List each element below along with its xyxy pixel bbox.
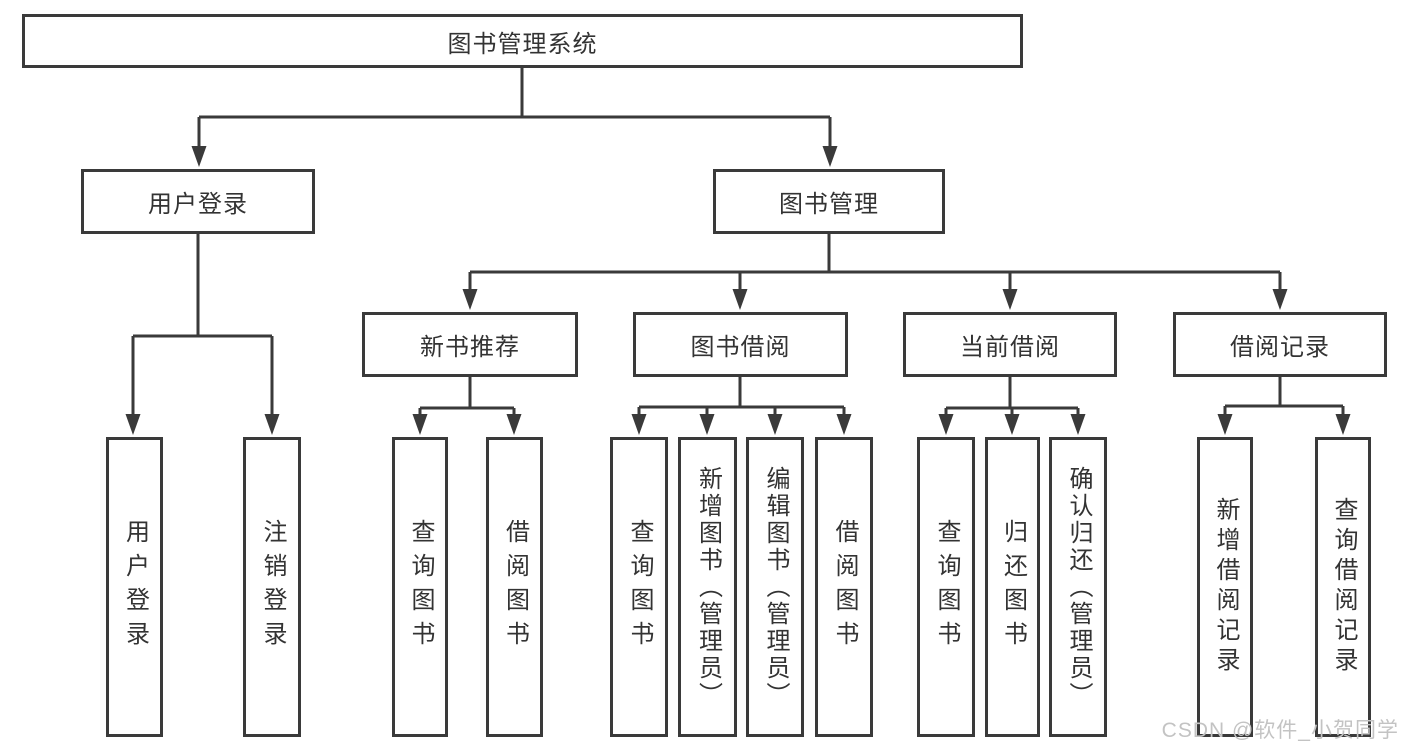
leaf-query-book-3: 查询图书: [917, 437, 975, 737]
leaf-borrow-book-2-label: 借阅图书: [831, 519, 858, 655]
leaf-query-borrow-record: 查询借阅记录: [1315, 437, 1371, 737]
node-borrow-record-label: 借阅记录: [1230, 334, 1330, 361]
leaf-edit-book-admin: 编辑图书（管理员）: [746, 437, 804, 737]
leaf-query-book-1-label: 查询图书: [407, 519, 434, 655]
leaf-query-book-3-label: 查询图书: [933, 519, 960, 655]
leaf-add-borrow-record-label: 新增借阅记录: [1212, 497, 1239, 677]
leaf-borrow-book-1-label: 借阅图书: [501, 519, 529, 655]
node-user-login-label: 用户登录: [148, 191, 248, 218]
connector-root-to-level2: [191, 68, 838, 167]
leaf-query-book-1: 查询图书: [392, 437, 448, 737]
leaf-confirm-return-admin-label: 确认归还（管理员）: [1065, 465, 1092, 709]
node-current-borrow: 当前借阅: [903, 312, 1117, 377]
leaf-add-book-admin-label: 新增图书（管理员）: [694, 465, 722, 709]
node-book-management-label: 图书管理: [779, 191, 879, 218]
node-user-login: 用户登录: [81, 169, 315, 234]
node-new-book-recommend: 新书推荐: [362, 312, 578, 377]
leaf-borrow-book-2: 借阅图书: [815, 437, 873, 737]
connector-currentborrow-to-leaves: [938, 377, 1086, 435]
connector-newbook-to-leaves: [412, 377, 522, 435]
leaf-user-login-label: 用户登录: [121, 519, 149, 655]
connector-borrowrecord-to-leaves: [1217, 377, 1351, 435]
node-book-borrow: 图书借阅: [633, 312, 848, 377]
leaf-return-book: 归还图书: [985, 437, 1040, 737]
leaf-query-borrow-record-label: 查询借阅记录: [1330, 497, 1357, 677]
leaf-add-borrow-record: 新增借阅记录: [1197, 437, 1253, 737]
leaf-logout: 注销登录: [243, 437, 301, 737]
node-new-book-recommend-label: 新书推荐: [420, 334, 520, 361]
node-current-borrow-label: 当前借阅: [960, 334, 1060, 361]
watermark: CSDN @软件_小贺同学: [1161, 719, 1399, 742]
leaf-confirm-return-admin: 确认归还（管理员）: [1049, 437, 1107, 737]
connector-userlogin-to-leaves: [125, 234, 280, 435]
leaf-query-book-2: 查询图书: [610, 437, 668, 737]
node-root-label: 图书管理系统: [447, 30, 598, 58]
node-book-management: 图书管理: [713, 169, 945, 234]
leaf-return-book-label: 归还图书: [999, 519, 1027, 655]
node-root: 图书管理系统: [22, 14, 1023, 68]
node-book-borrow-label: 图书借阅: [690, 334, 791, 361]
leaf-query-book-2-label: 查询图书: [626, 519, 653, 655]
node-borrow-record: 借阅记录: [1173, 312, 1387, 377]
connector-bookborrow-to-leaves: [631, 377, 852, 435]
leaf-user-login: 用户登录: [106, 437, 163, 737]
connector-bookmgmt-to-level3: [462, 234, 1288, 310]
leaf-logout-label: 注销登录: [259, 519, 286, 655]
leaf-add-book-admin: 新增图书（管理员）: [678, 437, 737, 737]
leaf-edit-book-admin-label: 编辑图书（管理员）: [762, 465, 789, 709]
leaf-borrow-book-1: 借阅图书: [486, 437, 543, 737]
